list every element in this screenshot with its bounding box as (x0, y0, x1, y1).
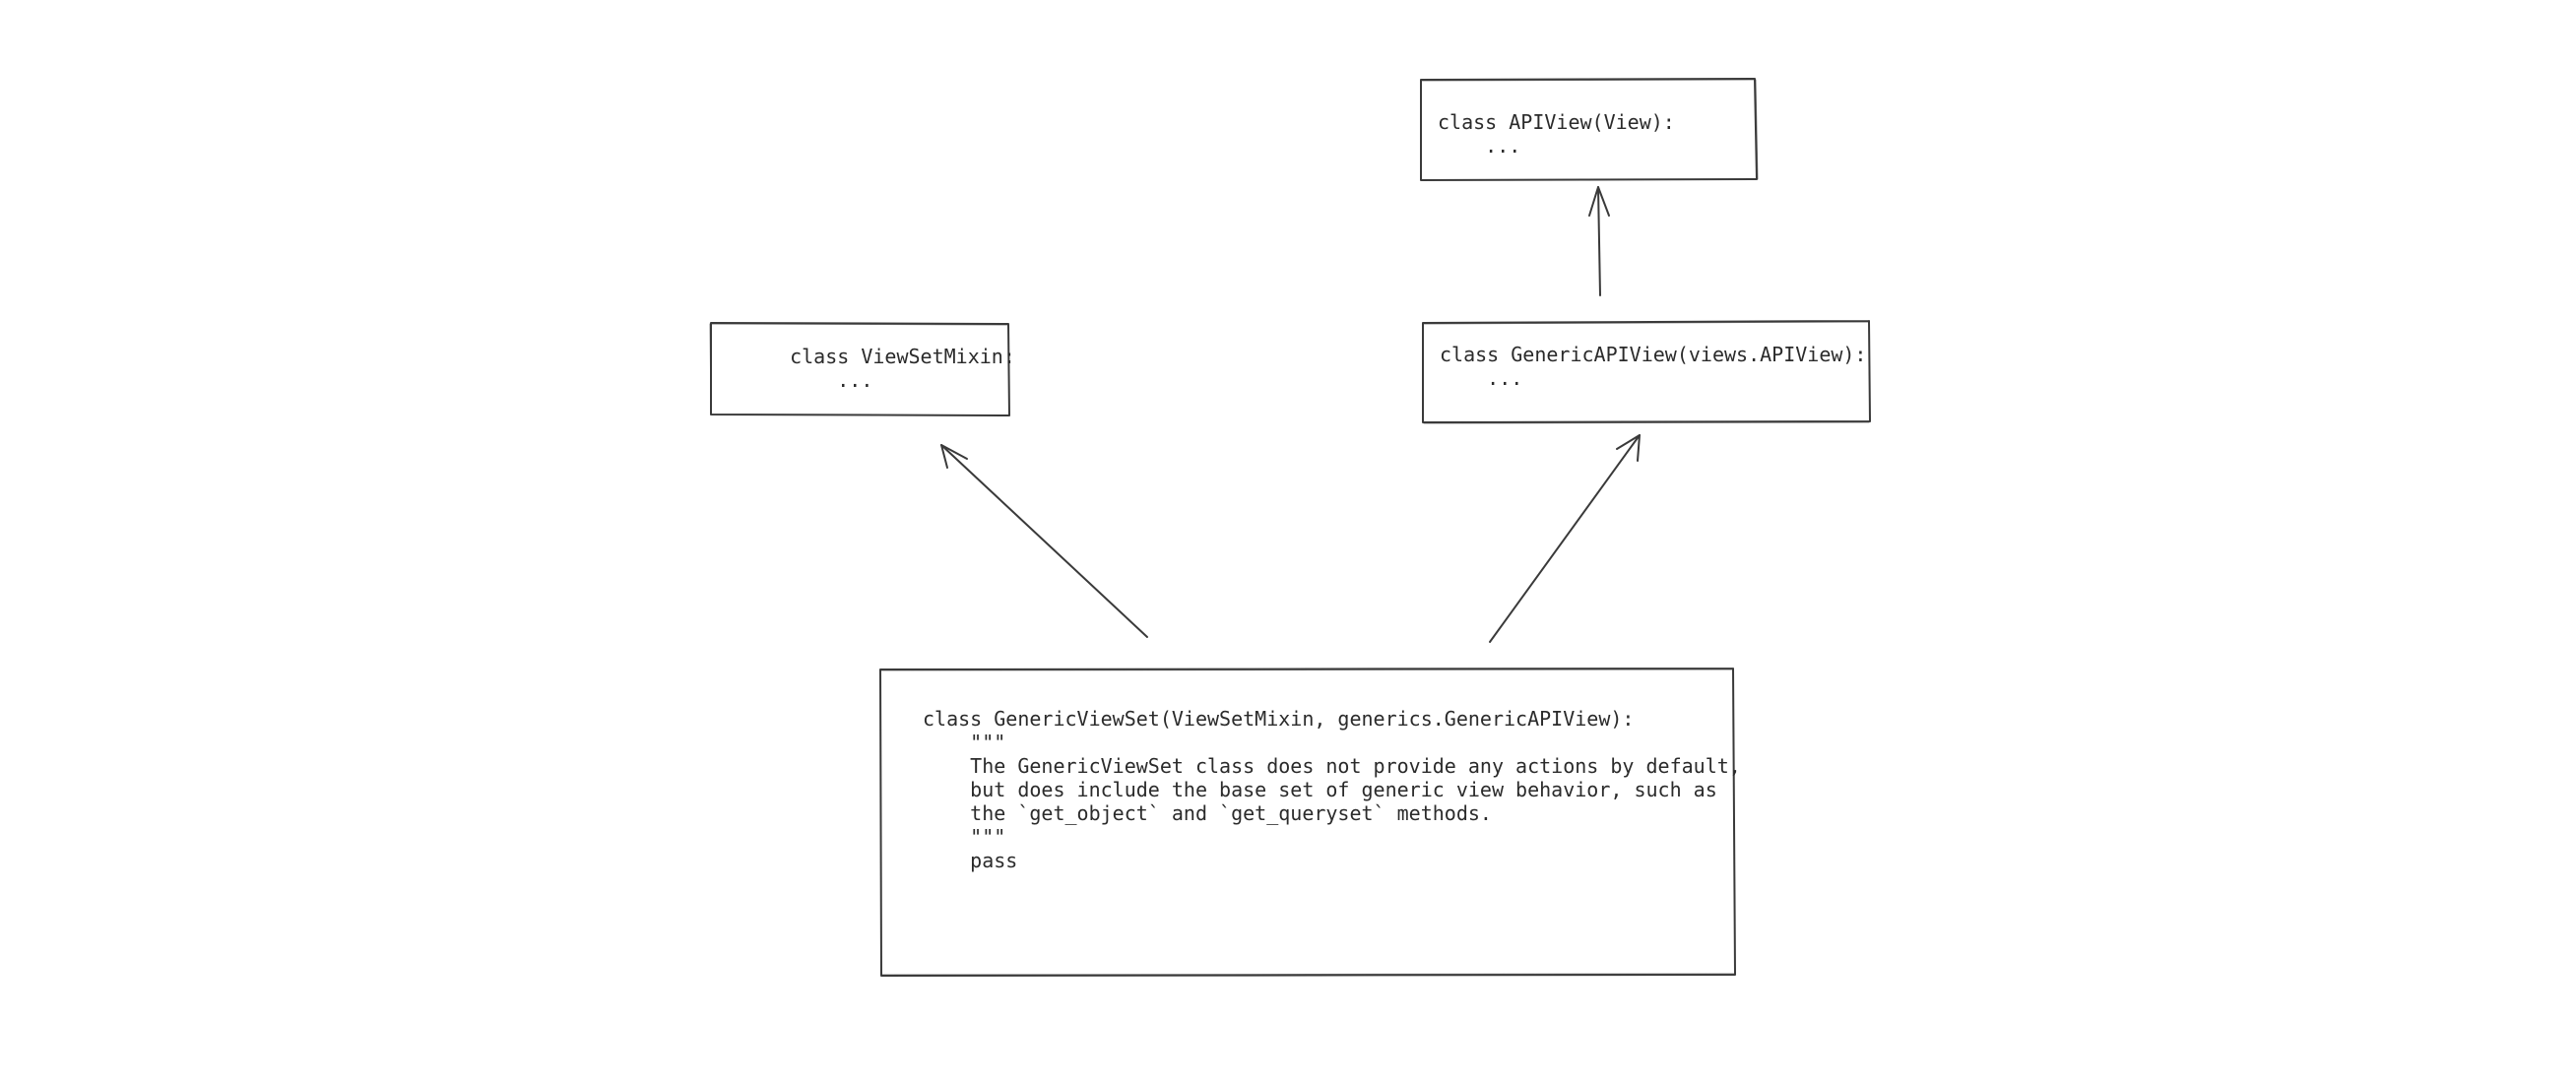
genericviewset-code-line: pass (923, 849, 1018, 872)
apiview-code: class APIView(View): ... (1438, 110, 1675, 158)
generic-apiview-code: class GenericAPIView(views.APIView): ... (1440, 343, 1866, 390)
viewsetmixin-box (709, 322, 1010, 416)
apiview-box (1420, 78, 1759, 181)
genericviewset-box (879, 668, 1736, 977)
genericviewset-code-line: the `get_object` and `get_queryset` meth… (923, 801, 1492, 825)
genericviewset-code: class GenericViewSet(ViewSetMixin, gener… (923, 707, 1741, 872)
genericviewset-code-line: The GenericViewSet class does not provid… (923, 754, 1741, 778)
genericviewset-code-line: class GenericViewSet(ViewSetMixin, gener… (923, 707, 1635, 731)
genericviewset-code-line: """ (923, 825, 1006, 849)
arrow-genericviewset-to-viewsetmixin (940, 444, 1148, 638)
genericviewset-code-line: """ (923, 731, 1006, 754)
apiview-code-line: class APIView(View): (1438, 110, 1675, 134)
viewsetmixin-code-line: class ViewSetMixin: (766, 345, 1015, 368)
apiview-code-line: ... (1438, 134, 1521, 158)
viewsetmixin-code: class ViewSetMixin: ... (766, 345, 1015, 392)
generic-apiview-box (1422, 320, 1871, 424)
generic-apiview-code-line: ... (1440, 366, 1523, 390)
genericviewset-code-line: but does include the base set of generic… (923, 778, 1717, 801)
viewsetmixin-code-line: ... (766, 368, 873, 392)
generic-apiview-code-line: class GenericAPIView(views.APIView): (1440, 343, 1867, 366)
arrow-generic-apiview-to-apiview (1588, 186, 1610, 296)
arrow-genericviewset-to-generic-apiview (1489, 434, 1641, 643)
